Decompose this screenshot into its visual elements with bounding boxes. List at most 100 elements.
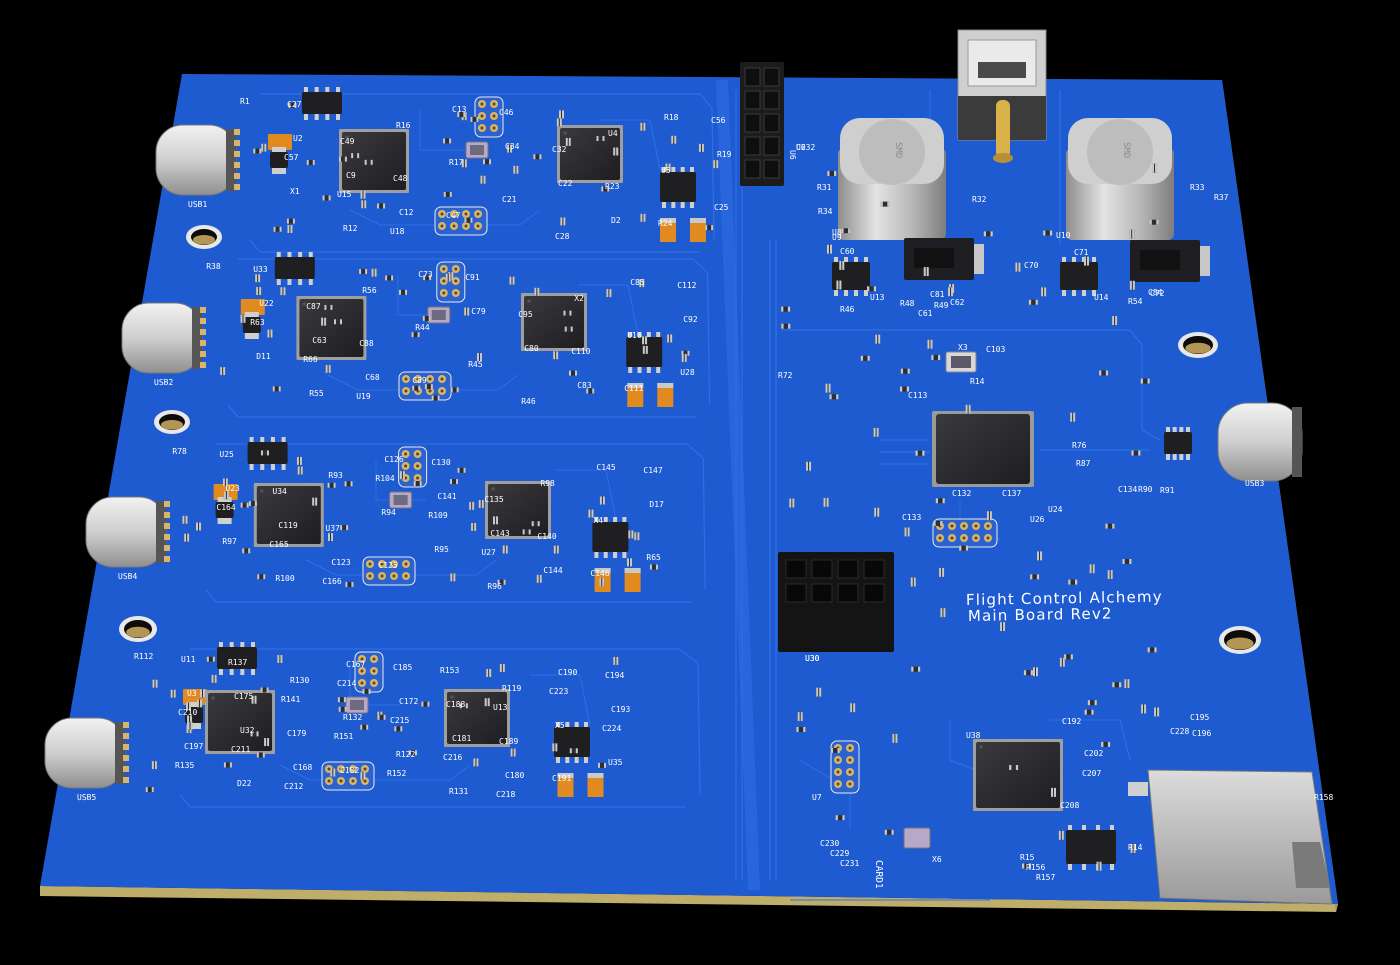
body xyxy=(533,154,542,160)
body xyxy=(411,332,420,338)
silk-label: C229 xyxy=(830,849,849,858)
end-cap xyxy=(419,481,422,487)
body xyxy=(325,364,331,373)
body xyxy=(558,110,564,119)
end-cap xyxy=(427,701,430,707)
passive xyxy=(486,668,492,677)
passive xyxy=(450,479,459,485)
end-cap xyxy=(374,268,377,277)
passive xyxy=(586,388,595,394)
passive xyxy=(469,501,475,510)
end-cap xyxy=(322,195,325,201)
body xyxy=(1112,682,1122,688)
passive xyxy=(187,721,193,730)
trace xyxy=(190,648,701,796)
end-cap xyxy=(1144,704,1147,714)
body xyxy=(264,738,270,747)
end-cap xyxy=(414,750,417,756)
end-cap xyxy=(1089,564,1092,574)
pin xyxy=(680,167,685,173)
silk-label: R37 xyxy=(1214,193,1229,202)
passive xyxy=(277,655,283,664)
end-cap xyxy=(642,279,645,288)
trace xyxy=(249,239,700,253)
end-cap xyxy=(607,186,610,192)
silk-label: R132 xyxy=(343,713,362,722)
end-cap xyxy=(1112,316,1115,326)
gold-pin-base xyxy=(993,153,1013,163)
body xyxy=(473,758,479,767)
end-cap xyxy=(604,762,607,768)
pin xyxy=(281,463,286,470)
body xyxy=(223,762,232,768)
header-socket xyxy=(744,113,761,133)
silk-label: U14 xyxy=(1094,293,1109,302)
passive xyxy=(443,138,452,144)
header-hole xyxy=(428,377,432,381)
silk-label: C89 xyxy=(412,376,427,385)
silk-label: C62 xyxy=(950,298,965,307)
trace xyxy=(556,469,617,521)
body xyxy=(364,159,373,165)
end-cap xyxy=(267,738,270,747)
end-cap xyxy=(510,144,513,153)
passive xyxy=(681,350,690,356)
end-cap xyxy=(942,498,945,504)
body xyxy=(1009,765,1019,771)
body xyxy=(509,276,515,285)
body xyxy=(371,268,377,277)
header-hole xyxy=(404,452,408,456)
passive xyxy=(464,307,470,316)
body xyxy=(948,287,954,297)
end-cap xyxy=(606,289,609,298)
end-cap xyxy=(1101,741,1104,747)
body xyxy=(330,768,336,777)
silk-label: C202 xyxy=(1084,749,1103,758)
end-cap xyxy=(496,516,499,525)
pin xyxy=(622,551,627,558)
gold-pin xyxy=(996,100,1010,158)
body xyxy=(421,701,430,707)
end-cap xyxy=(464,159,467,168)
silk-label: U38 xyxy=(966,731,981,740)
pin xyxy=(1082,825,1086,831)
end-cap xyxy=(365,268,368,274)
end-cap xyxy=(350,481,353,487)
end-cap xyxy=(223,367,226,376)
passive xyxy=(1063,654,1073,660)
passive xyxy=(499,664,505,673)
end-cap xyxy=(628,530,631,539)
body xyxy=(1051,787,1057,797)
end-cap xyxy=(568,137,571,146)
chip-body xyxy=(976,742,1060,808)
end-cap xyxy=(537,287,540,296)
body xyxy=(797,712,803,722)
sd-card-lock xyxy=(1292,842,1330,888)
body xyxy=(345,581,354,587)
end-cap xyxy=(965,404,968,414)
body xyxy=(448,272,454,281)
body xyxy=(240,502,249,508)
trace xyxy=(782,329,1161,441)
usb-port-label: USB4 xyxy=(118,572,138,581)
trace xyxy=(279,764,471,781)
header-hole xyxy=(416,377,420,381)
pin xyxy=(622,517,627,523)
silk-label: R78 xyxy=(172,447,187,456)
body xyxy=(836,280,842,290)
end-cap xyxy=(1155,163,1158,173)
silk-label: C196 xyxy=(1192,729,1211,738)
passive xyxy=(613,147,619,156)
passive xyxy=(698,143,704,152)
body xyxy=(613,147,619,156)
header-hole xyxy=(327,779,331,783)
body xyxy=(471,522,477,531)
end-cap xyxy=(1105,370,1109,376)
header-hole xyxy=(372,681,376,685)
u30-socket xyxy=(785,559,807,579)
end-cap xyxy=(346,525,349,531)
silk-label: R65 xyxy=(646,553,661,562)
passive xyxy=(1083,256,1089,266)
end-cap xyxy=(497,579,500,585)
trace xyxy=(419,110,470,151)
